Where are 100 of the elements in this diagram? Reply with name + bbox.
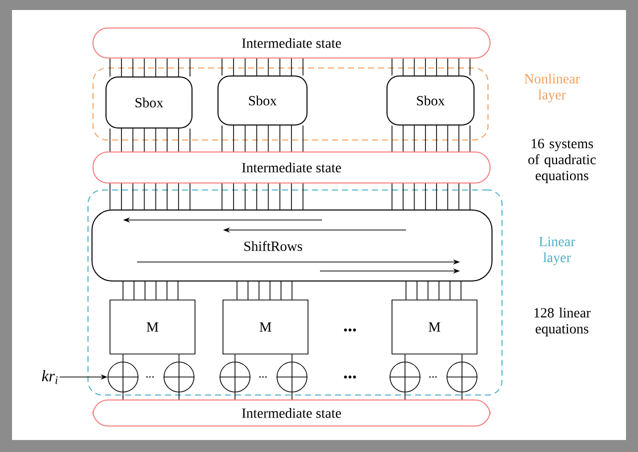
xor-symbol xyxy=(107,361,139,393)
wire xyxy=(414,183,415,210)
wire xyxy=(447,58,448,76)
xor-symbol xyxy=(276,361,308,393)
wire xyxy=(268,58,269,76)
xor-symbol xyxy=(219,361,251,393)
wire xyxy=(268,125,269,152)
wire xyxy=(166,183,168,210)
wire xyxy=(302,58,304,76)
wire xyxy=(436,125,437,152)
wire xyxy=(122,281,124,300)
layer-label: Nonlinear layer xyxy=(524,74,580,102)
sbox-box: Sbox xyxy=(106,76,192,128)
wire xyxy=(244,183,246,210)
wire xyxy=(402,183,404,210)
ellipsis: ... xyxy=(344,328,356,332)
wire xyxy=(144,183,145,210)
xor-symbol xyxy=(389,361,421,393)
wire xyxy=(447,183,448,210)
ellipsis: ... xyxy=(259,376,267,378)
wire xyxy=(291,183,292,210)
wire xyxy=(258,281,260,300)
wire xyxy=(234,354,236,362)
wire xyxy=(302,125,304,152)
wire xyxy=(416,281,418,300)
wire xyxy=(166,281,168,300)
wire xyxy=(279,58,280,76)
wire xyxy=(144,281,146,300)
wire xyxy=(233,125,234,152)
wire xyxy=(458,125,460,152)
layer-label: Linear layer xyxy=(539,236,576,266)
wire xyxy=(447,125,448,152)
wire xyxy=(233,58,234,76)
wire xyxy=(166,58,168,77)
shiftrows-label: ShiftRows xyxy=(244,241,302,251)
wire xyxy=(402,125,404,152)
sbox-box: Sbox xyxy=(386,76,474,126)
wire xyxy=(425,125,426,152)
wire xyxy=(121,128,122,152)
note: 128 linear equations xyxy=(534,308,591,336)
wire xyxy=(244,125,246,152)
xor-symbol xyxy=(446,361,478,393)
wire xyxy=(244,58,246,76)
sbox-box: Sbox xyxy=(218,76,308,126)
wire xyxy=(256,183,258,210)
wire xyxy=(404,354,406,362)
wire xyxy=(121,58,122,77)
wire xyxy=(436,183,437,210)
matrix-box: M xyxy=(222,300,308,354)
state-bar: Intermediate state xyxy=(92,152,490,184)
wire xyxy=(132,183,134,210)
wire xyxy=(132,58,134,77)
wire xyxy=(256,58,258,76)
wire xyxy=(425,183,426,210)
wire xyxy=(155,58,156,77)
wire xyxy=(155,128,156,152)
wire xyxy=(233,183,234,210)
state-bar: Intermediate state xyxy=(92,400,490,426)
wire xyxy=(236,281,238,300)
wire xyxy=(438,281,440,300)
ellipsis: ... xyxy=(146,376,154,378)
ellipsis: ... xyxy=(344,376,356,378)
wire xyxy=(404,392,406,400)
matrix-box: M xyxy=(392,300,478,354)
wire xyxy=(155,183,156,210)
wire xyxy=(178,354,180,362)
wire xyxy=(436,58,437,76)
note: 16 systems of quadratic equations xyxy=(528,138,596,184)
wire xyxy=(122,354,124,362)
wire xyxy=(425,58,426,76)
wire xyxy=(402,58,404,76)
wire xyxy=(132,128,134,152)
state-bar: Intermediate state xyxy=(92,28,490,58)
wire xyxy=(460,281,462,300)
wire xyxy=(121,183,122,210)
wire xyxy=(178,128,179,152)
wire xyxy=(291,125,292,152)
wire xyxy=(280,281,282,300)
key-label: kr$_{i}$ xyxy=(42,370,58,384)
wire xyxy=(122,392,124,400)
wire xyxy=(178,392,180,400)
wire xyxy=(256,125,258,152)
wire xyxy=(178,58,179,77)
wire xyxy=(144,128,145,152)
wire xyxy=(268,183,269,210)
wire xyxy=(458,58,460,76)
wire xyxy=(166,128,168,152)
ellipsis: ... xyxy=(429,376,437,378)
wire xyxy=(144,58,145,77)
wire xyxy=(414,125,415,152)
xor-symbol xyxy=(163,361,195,393)
wire xyxy=(414,58,415,76)
wire xyxy=(302,183,304,210)
wire xyxy=(279,125,280,152)
matrix-box: M xyxy=(110,300,196,354)
wire xyxy=(178,183,179,210)
wire xyxy=(234,392,236,400)
wire xyxy=(458,183,460,210)
wire xyxy=(279,183,280,210)
wire xyxy=(291,58,292,76)
